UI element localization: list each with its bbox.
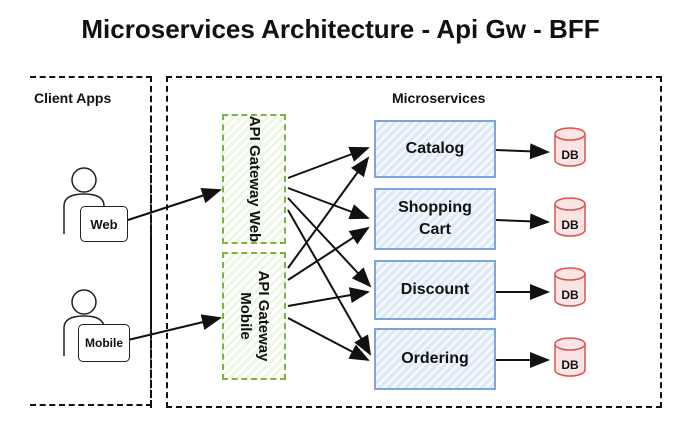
database-label: DB [561, 148, 579, 162]
microservices-section [166, 76, 662, 408]
edge-cart-db [495, 213, 550, 230]
web-client-label: Web [80, 206, 128, 242]
edge-mobile-to-gateway-mobile [127, 314, 222, 341]
microservices-label: Microservices [392, 90, 486, 106]
edge-gwmobile-discount [287, 287, 370, 307]
database-ordering: DB [553, 336, 587, 378]
database-icon [554, 337, 586, 377]
service-shopping-cart: Shopping Cart [374, 188, 496, 250]
edge-gwweb-discount [287, 197, 372, 288]
edge-gwweb-cart [287, 187, 370, 220]
database-label: DB [561, 358, 579, 372]
mobile-client: Mobile [58, 282, 138, 362]
edge-gwmobile-cart [287, 226, 370, 281]
service-ordering: Ordering [374, 328, 496, 390]
api-gateway-web-label: API Gateway Web [246, 115, 263, 243]
edge-gwmobile-ordering [287, 317, 370, 361]
api-gateway-mobile-label: API Gateway Mobile [237, 270, 272, 362]
edge-catalog-db [495, 143, 550, 160]
client-apps-divider [150, 76, 152, 406]
database-discount: DB [553, 266, 587, 308]
database-label: DB [561, 218, 579, 232]
edge-gwweb-ordering [287, 209, 371, 356]
database-icon [554, 267, 586, 307]
database-icon [554, 197, 586, 237]
client-apps-bottom [30, 404, 152, 406]
database-icon [554, 127, 586, 167]
api-gateway-web: API Gateway Web [222, 114, 286, 244]
mobile-client-label: Mobile [78, 324, 130, 362]
database-shopping-cart: DB [553, 196, 587, 238]
page-title: Microservices Architecture - Api Gw - BF… [81, 14, 600, 44]
web-client: Web [58, 160, 138, 242]
database-label: DB [561, 288, 579, 302]
edge-web-to-gateway-web [127, 187, 222, 221]
database-catalog: DB [553, 126, 587, 168]
service-discount: Discount [374, 260, 496, 320]
client-apps-label: Client Apps [34, 90, 112, 106]
service-catalog: Catalog [374, 120, 496, 178]
api-gateway-mobile: API Gateway Mobile [222, 252, 286, 380]
edge-gwmobile-catalog [287, 156, 370, 269]
edge-gwweb-catalog [287, 146, 370, 179]
